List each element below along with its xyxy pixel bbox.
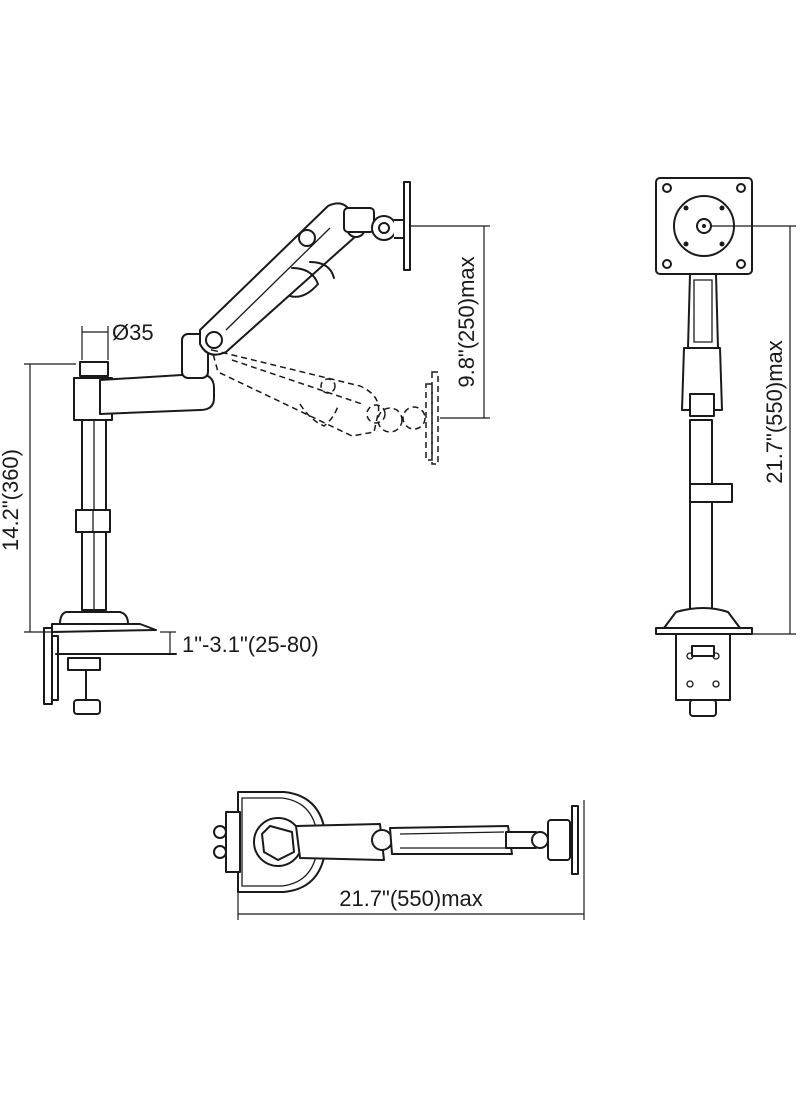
- clamp-range-label: 1"-3.1"(25-80): [182, 632, 319, 657]
- dimension-lines-front: [712, 225, 796, 635]
- front-view: 21.7"(550)max: [655, 177, 796, 717]
- dimension-lines-side: [24, 225, 490, 654]
- base-top: [213, 791, 327, 893]
- top-view: 21.7"(550)max: [213, 791, 585, 920]
- pole-height-label: 14.2"(360): [0, 449, 23, 551]
- arm-front: [681, 273, 723, 417]
- vesa-plate: [655, 177, 753, 275]
- pole-front: [689, 419, 733, 611]
- dimension-lines-top: [237, 800, 585, 920]
- side-view: Ø35 14.2"(360) 1"-3.1"(25-80) 9.8"(250)m…: [0, 181, 490, 715]
- arm-travel-label: 9.8"(250)max: [454, 256, 479, 387]
- clamp-front: [655, 607, 753, 717]
- max-reach-label: 21.7"(550)max: [339, 886, 483, 911]
- lower-arm: [73, 333, 215, 421]
- pole: [75, 419, 111, 611]
- arm-top: [295, 805, 579, 875]
- upper-arm-raised: [199, 181, 411, 356]
- upper-arm-lowered: [210, 348, 439, 465]
- desk-clamp: [43, 611, 177, 715]
- max-height-label: 21.7"(550)max: [762, 340, 787, 484]
- pole-diameter-label: Ø35: [112, 320, 154, 345]
